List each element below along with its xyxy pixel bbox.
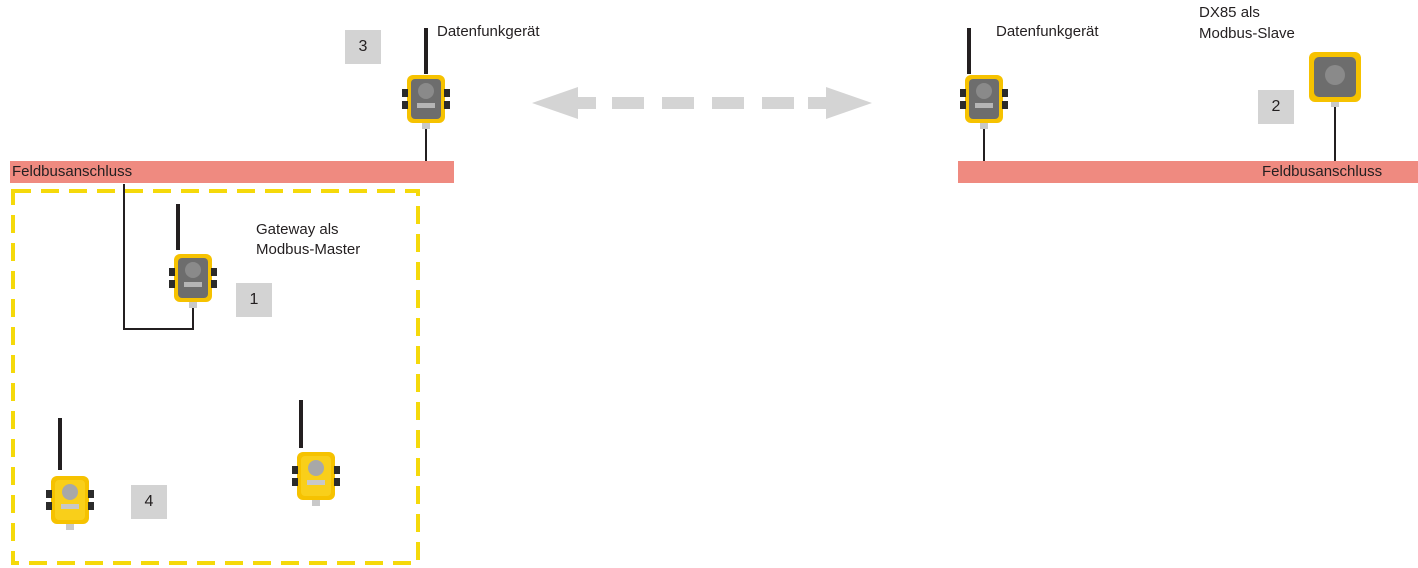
slave-number: 2 — [1258, 90, 1294, 124]
right-fieldbus-label: Feldbusanschluss — [1262, 163, 1383, 180]
right-radio-label: Datenfunkgerät — [996, 23, 1099, 40]
gateway-number: 1 — [236, 283, 272, 317]
left-radio-number: 3 — [345, 30, 381, 64]
gateway-label-line2: Modbus-Master — [256, 241, 361, 258]
right-fieldbus — [958, 161, 1418, 183]
node-icon — [292, 400, 340, 506]
right-data-radio-icon — [960, 28, 1008, 129]
left-fieldbus — [10, 161, 454, 183]
slave-label-line2: Modbus-Slave — [1199, 25, 1295, 42]
nodes-number: 4 — [131, 485, 167, 519]
gateway-wire — [123, 184, 194, 330]
left-data-radio-icon — [402, 28, 450, 129]
wireless-zone-border — [11, 189, 420, 565]
slave-label-line1: DX85 als — [1199, 4, 1260, 21]
bidirectional-dashed-arrow-icon — [532, 87, 872, 119]
gateway-label-line1: Gateway als — [256, 221, 339, 238]
left-fieldbus-label: Feldbusanschluss — [12, 163, 133, 180]
dx85-slave-icon — [1309, 52, 1361, 107]
gateway-icon — [169, 204, 217, 308]
node-icon — [46, 418, 94, 530]
left-radio-label: Datenfunkgerät — [437, 23, 540, 40]
